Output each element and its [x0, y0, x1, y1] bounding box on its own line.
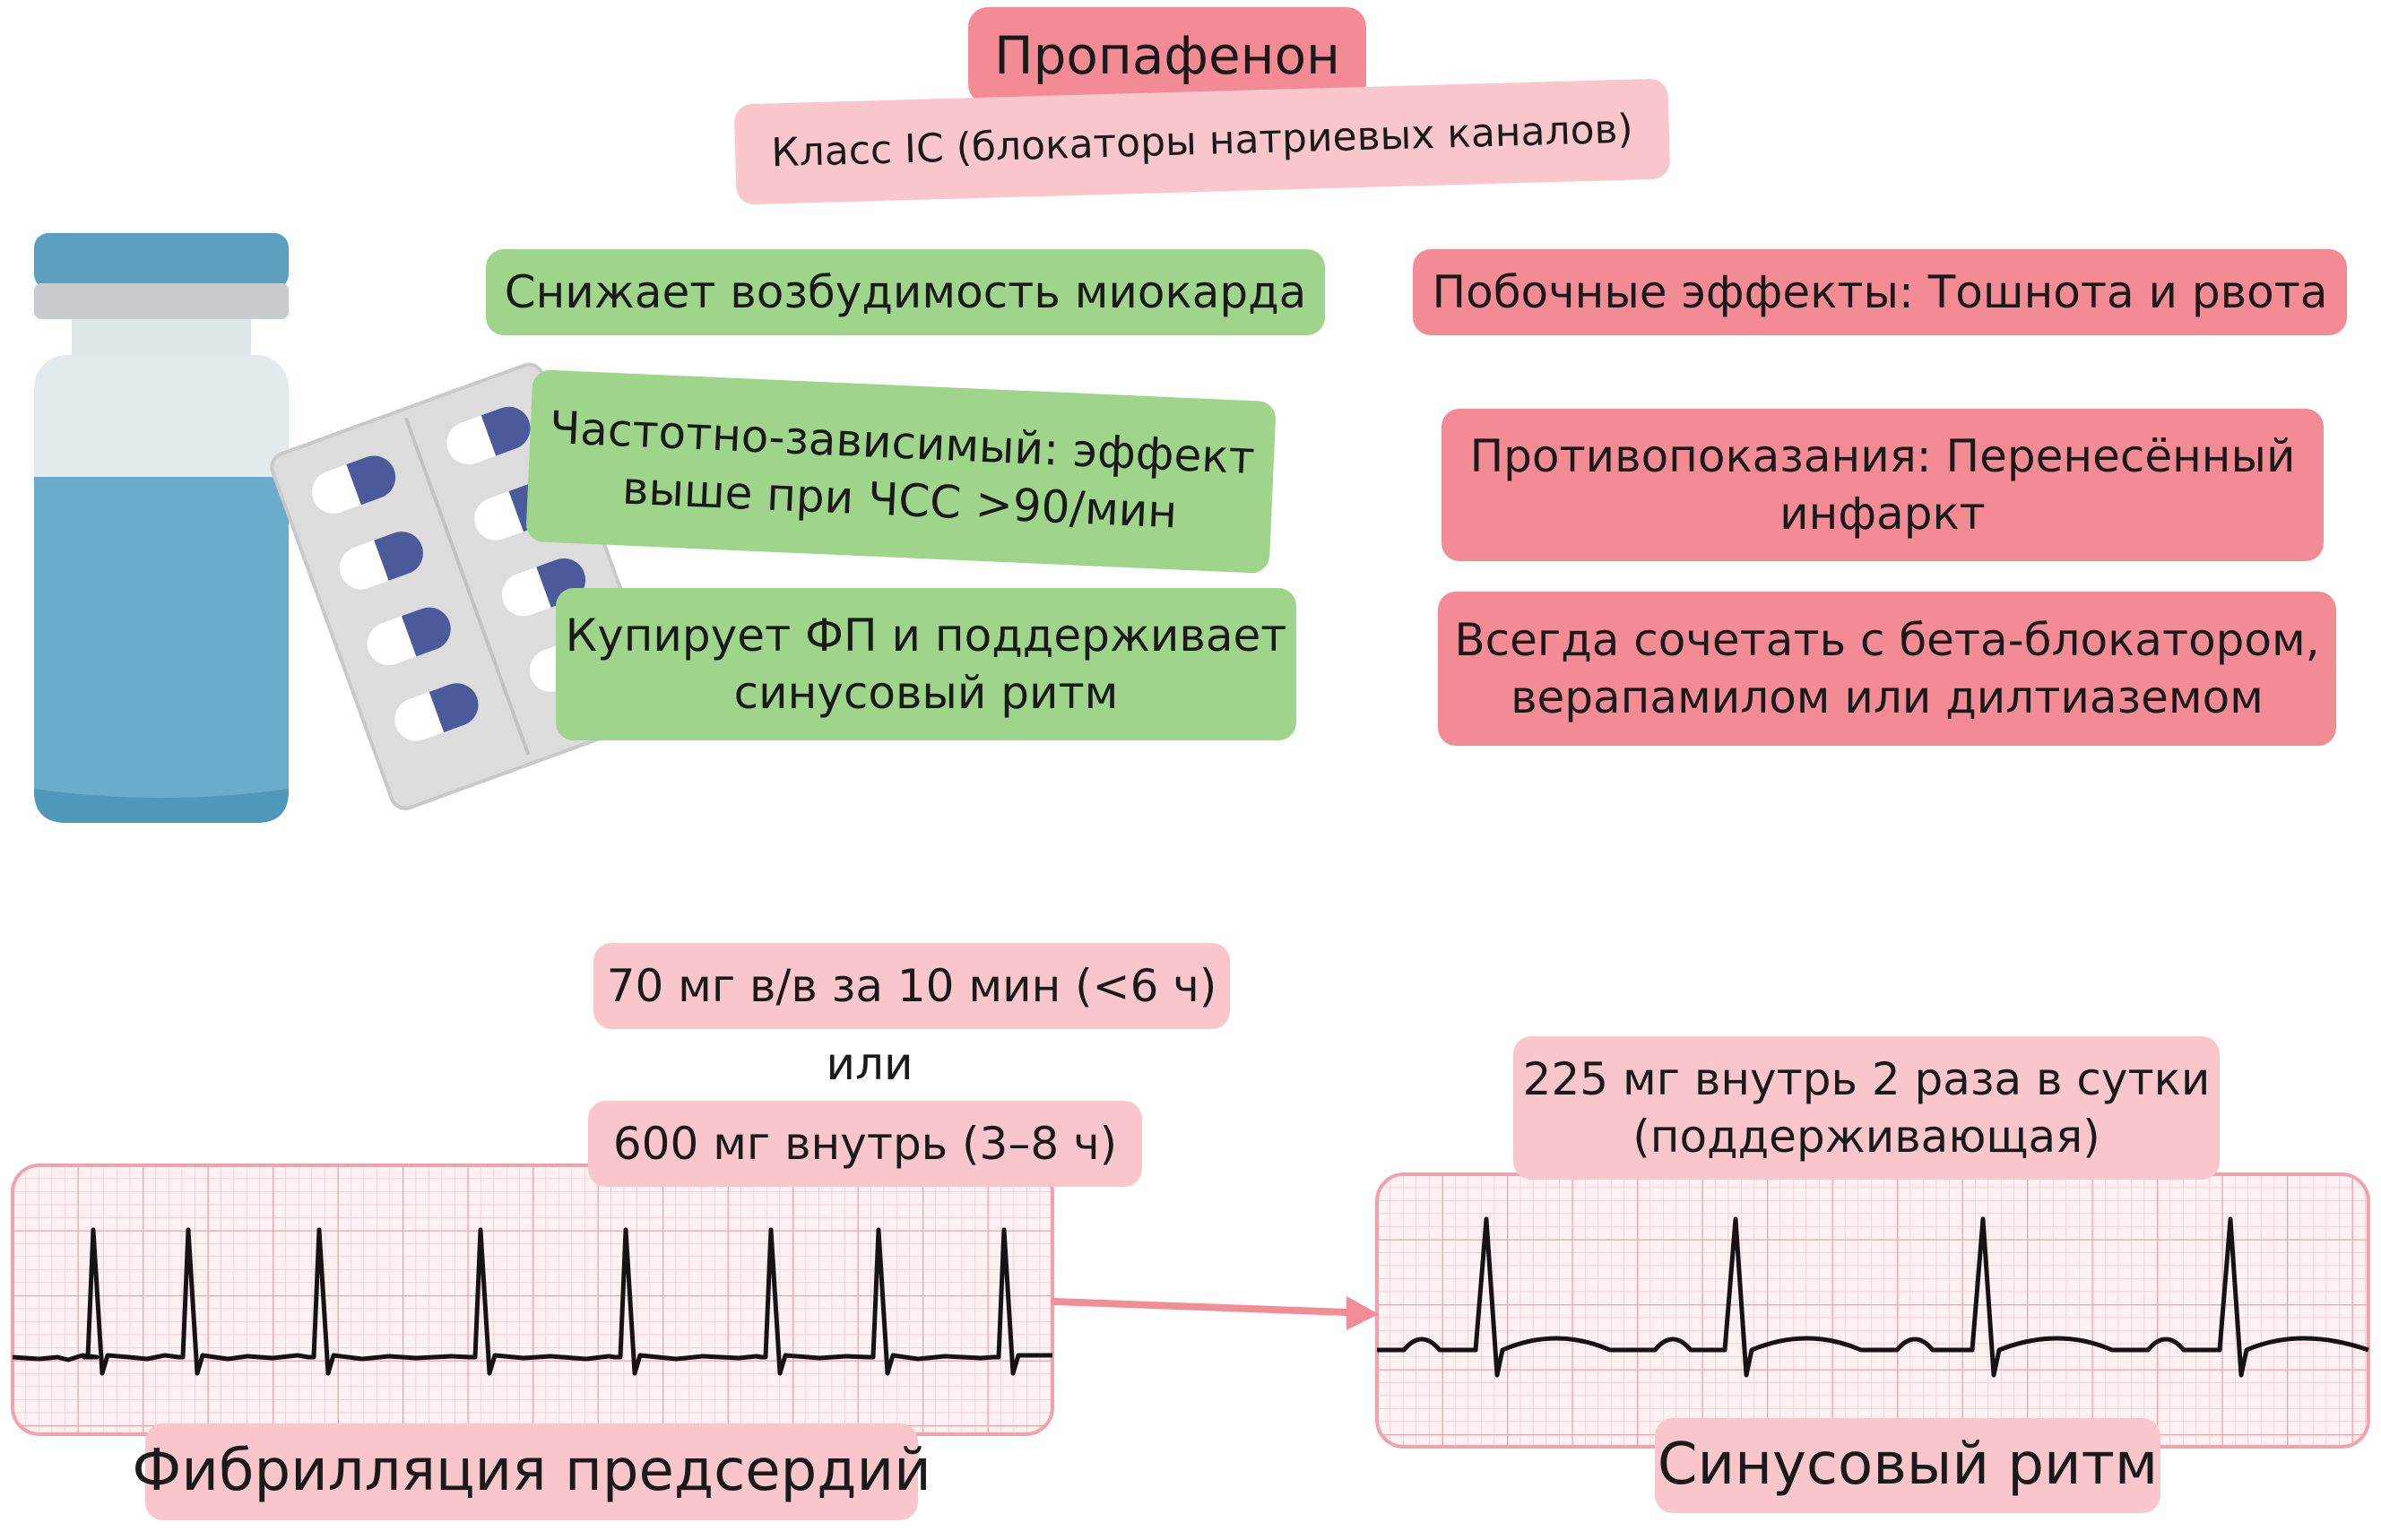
sinus-caption: Синусовый ритм [1655, 1418, 2160, 1513]
side-effects-box: Побочные эффекты: Тошнота и рвота [1413, 249, 2347, 335]
combination-line-1: Всегда сочетать с бета-блокатором, [1454, 614, 2320, 666]
drug-class-label: Класс IC (блокаторы натриевых каналов) [733, 78, 1671, 205]
dose-maintenance-line-1: 225 мг внутрь 2 раза в сутки [1522, 1053, 2211, 1105]
contraindications-box: Противопоказания: Перенесённый инфаркт [1442, 409, 2324, 561]
ecg-af-strip [11, 1164, 1054, 1436]
dose-oral-loading-box: 600 мг внутрь (3–8 ч) [588, 1101, 1142, 1187]
effect-af-control: Купирует ФП и поддерживает синусовый рит… [556, 588, 1296, 740]
contraindications-line-2: инфаркт [1779, 488, 1986, 540]
effect-rate-dependent: Частотно-зависимый: эффект выше при ЧСС … [525, 368, 1277, 575]
effect-af-control-line-1: Купирует ФП и поддерживает [565, 610, 1287, 662]
dose-iv-box: 70 мг в/в за 10 мин (<6 ч) [593, 943, 1230, 1029]
ecg-sinus-strip [1375, 1172, 2370, 1449]
af-caption: Фибрилляция предсердий [132, 1423, 931, 1520]
combination-box: Всегда сочетать с бета-блокатором, верап… [1438, 592, 2336, 746]
or-text: или [826, 1038, 913, 1090]
drug-title: Пропафенон [968, 7, 1366, 104]
effect-af-control-line-2: синусовый ритм [733, 667, 1119, 719]
dose-maintenance-line-2: (поддерживающая) [1632, 1111, 2100, 1163]
effect-excitability: Снижает возбудимость миокарда [486, 249, 1325, 335]
arrow-right-icon [1051, 1296, 1379, 1330]
medicine-vial-icon [34, 233, 289, 823]
dose-maintenance-box: 225 мг внутрь 2 раза в сутки (поддержива… [1513, 1036, 2220, 1180]
combination-line-2: верапамилом или дилтиаземом [1511, 671, 2264, 723]
contraindications-line-1: Противопоказания: Перенесённый [1469, 430, 2296, 482]
